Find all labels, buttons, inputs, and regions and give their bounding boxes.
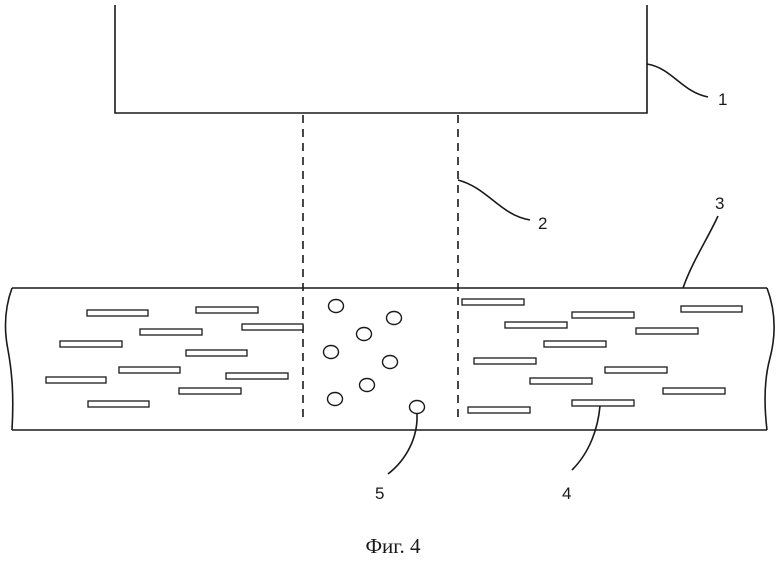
leader-line-3 xyxy=(683,216,718,288)
inclusions-left xyxy=(46,307,303,407)
inclusion-bar xyxy=(605,367,667,373)
inclusion-bar xyxy=(242,324,303,330)
leader-line-5 xyxy=(388,414,417,474)
particle xyxy=(324,346,339,359)
inclusion-bar xyxy=(196,307,258,313)
inclusion-bar xyxy=(468,407,530,413)
label-4: 4 xyxy=(562,484,571,503)
leader-line-4 xyxy=(572,406,600,470)
inclusion-bar xyxy=(530,378,592,384)
figure-caption: Фиг. 4 xyxy=(365,534,421,558)
leader-line-2 xyxy=(458,180,530,220)
inclusion-bar xyxy=(119,367,180,373)
inclusion-bar xyxy=(572,312,634,318)
inclusion-bar xyxy=(663,388,725,394)
particle xyxy=(410,401,425,414)
particle xyxy=(328,393,343,406)
inclusion-bar xyxy=(186,350,247,356)
inclusion-bar xyxy=(462,299,524,305)
label-5: 5 xyxy=(375,484,384,503)
inclusion-bar xyxy=(544,341,606,347)
particle xyxy=(357,328,372,341)
inclusion-bar xyxy=(226,373,288,379)
inclusion-bar xyxy=(179,388,241,394)
inclusion-bar xyxy=(46,377,106,383)
label-1: 1 xyxy=(718,90,727,109)
label-3: 3 xyxy=(715,194,724,213)
strip-left-break xyxy=(5,288,12,430)
particle xyxy=(387,312,402,325)
inclusions-right xyxy=(462,299,742,413)
strip-right-break xyxy=(765,288,774,430)
inclusion-bar xyxy=(140,329,202,335)
inclusion-bar xyxy=(572,400,634,406)
particle xyxy=(360,379,375,392)
label-2: 2 xyxy=(538,214,547,233)
inclusion-bar xyxy=(88,401,149,407)
inclusion-bar xyxy=(87,310,148,316)
source-block xyxy=(115,5,647,113)
leader-line-1 xyxy=(647,64,708,97)
inclusion-bar xyxy=(636,328,698,334)
particles-center xyxy=(324,300,425,414)
particle xyxy=(329,300,344,313)
particle xyxy=(383,356,398,369)
inclusion-bar xyxy=(505,322,567,328)
inclusion-bar xyxy=(60,341,122,347)
inclusion-bar xyxy=(681,306,742,312)
inclusion-bar xyxy=(474,358,536,364)
